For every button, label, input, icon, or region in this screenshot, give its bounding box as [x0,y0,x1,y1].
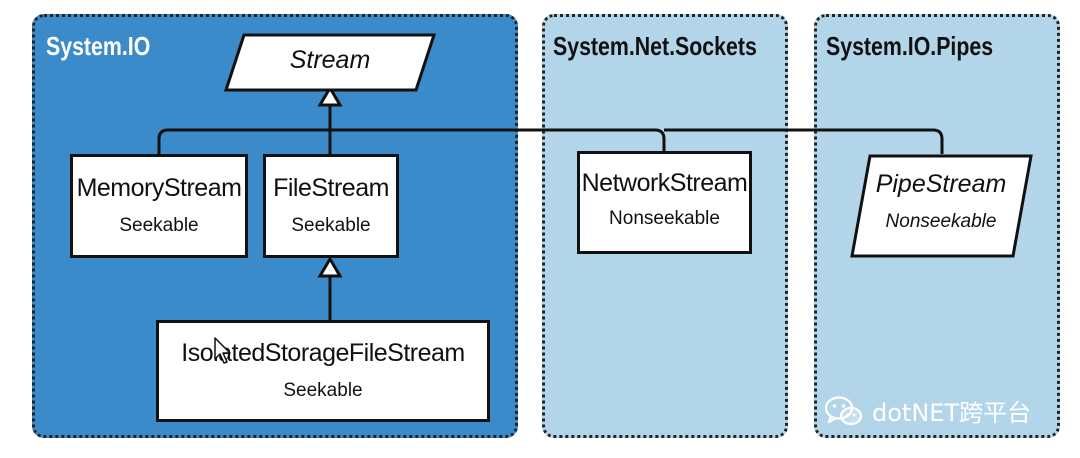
class-note-memorystream: Seekable [119,215,199,236]
class-note-pipestream: Nonseekable [885,211,997,232]
namespace-title-system-net-sockets: System.Net.Sockets [553,31,757,61]
stream-box-shape [223,33,437,92]
pipestream-box-shape [850,154,1033,258]
watermark: dotNET跨平台 [824,393,1031,428]
class-note-networkstream: Nonseekable [609,208,720,229]
connector-bus [157,128,666,154]
class-name-pipestream: PipeStream [875,170,1007,198]
wechat-icon [824,395,863,425]
class-note-isolatedstoragefilestream: Seekable [283,380,363,401]
class-box-memorystream: MemoryStream Seekable [70,154,248,258]
class-note-filestream: Seekable [291,215,371,236]
class-name-memorystream: MemoryStream [76,174,242,202]
class-box-stream: Stream [226,33,434,91]
class-box-isolatedstoragefilestream: IsolatedStorageFileStream Seekable [156,320,490,422]
connector-bus-pipes [664,128,944,154]
namespace-title-system-io: System.IO [46,31,151,61]
mouse-cursor-icon [214,337,231,364]
class-box-filestream: FileStream Seekable [263,154,399,258]
class-name-networkstream: NetworkStream [581,169,748,197]
namespace-title-system-io-pipes: System.IO.Pipes [826,31,994,61]
watermark-text: dotNET跨平台 [872,399,1032,427]
class-box-networkstream: NetworkStream Nonseekable [577,151,752,254]
class-box-pipestream: PipeStream Nonseekable [850,154,1032,258]
class-name-filestream: FileStream [273,174,389,202]
class-name-stream: Stream [289,46,371,74]
inheritance-arrow-filestream [317,256,343,278]
inheritance-arrow-stream [317,85,343,107]
class-name-isolatedstoragefilestream: IsolatedStorageFileStream [181,339,465,367]
